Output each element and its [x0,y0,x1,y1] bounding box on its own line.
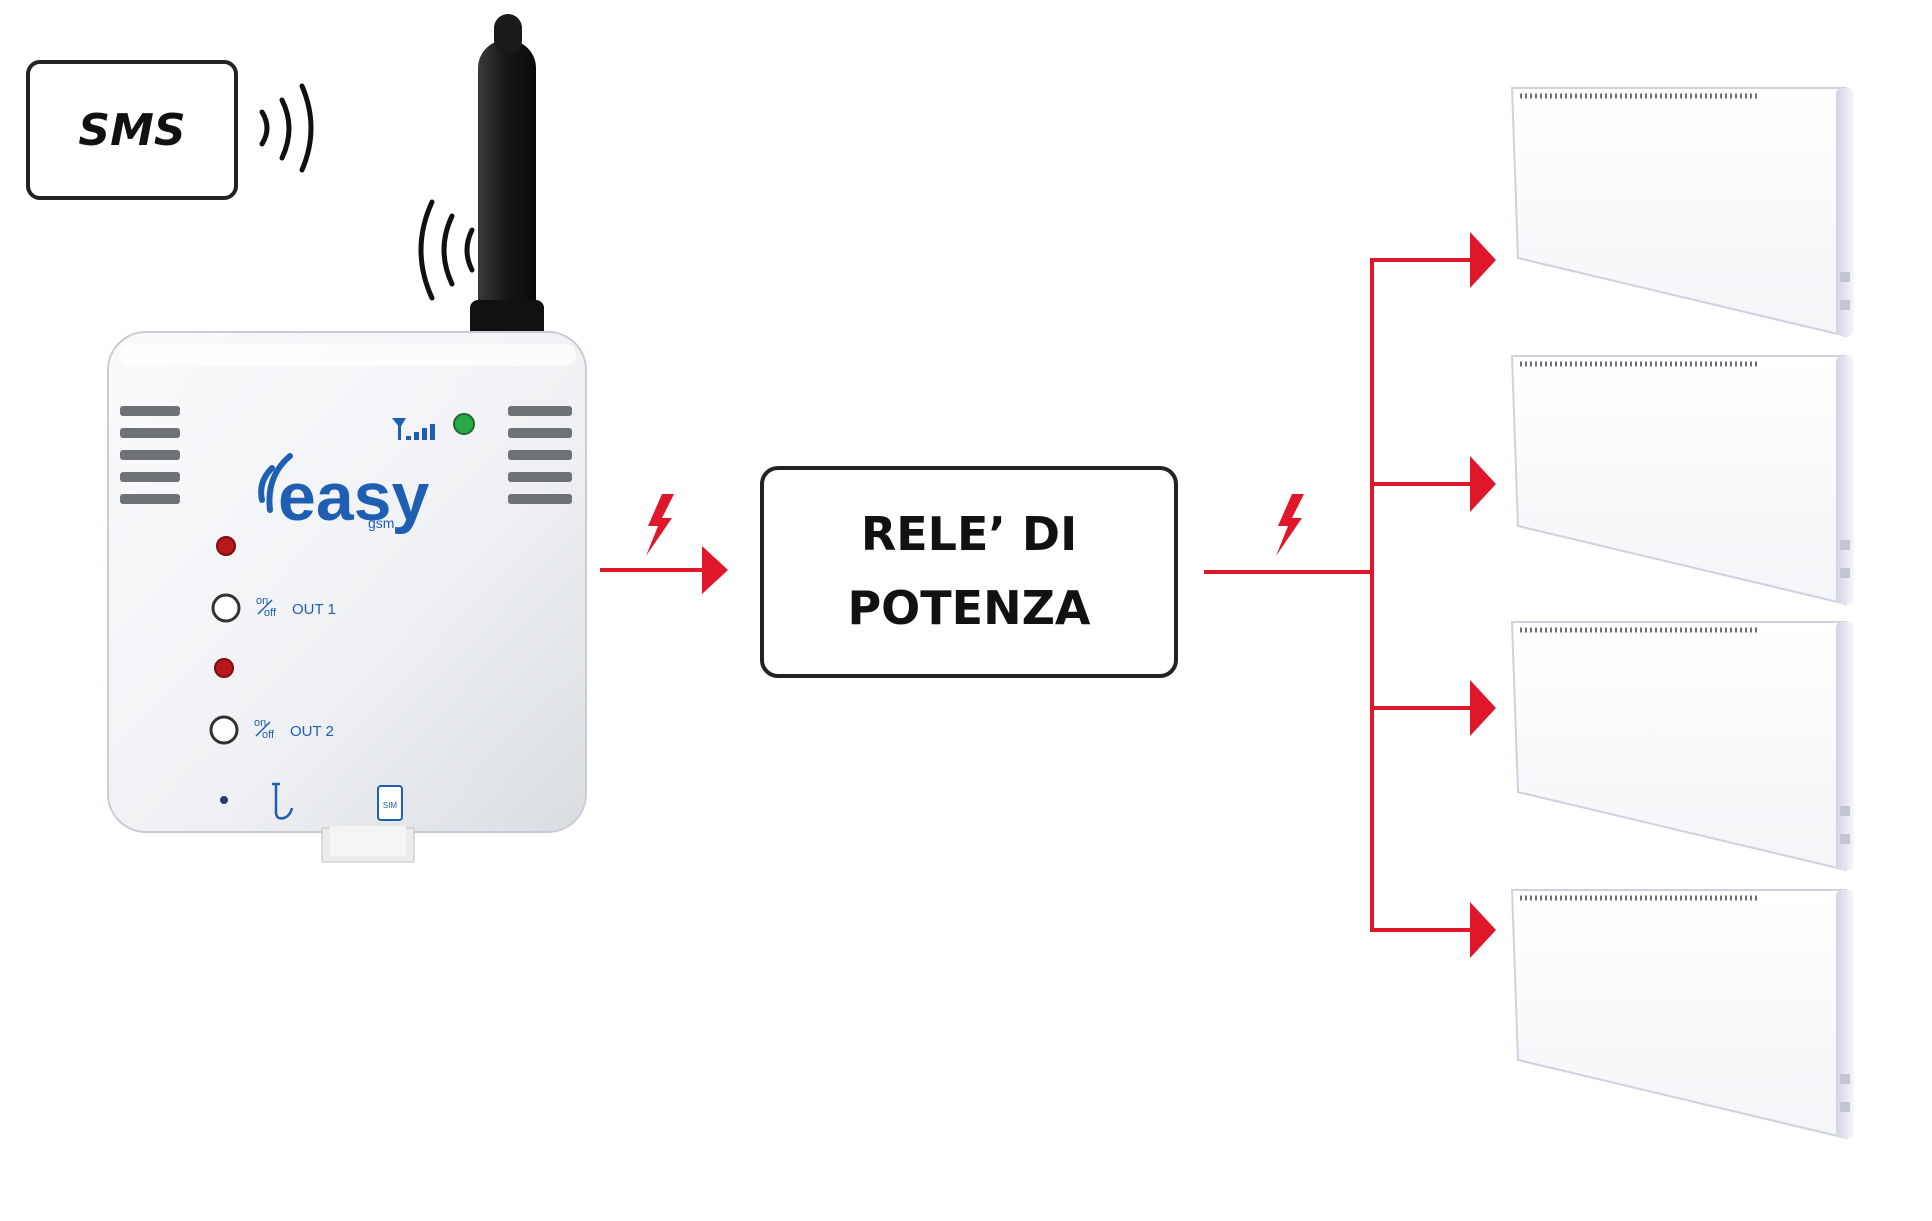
right-vents [508,406,572,504]
arrow-device-to-relay [600,546,728,594]
relay-line-1: RELE’ DI [861,507,1077,561]
radiator-icon-4 [1510,889,1854,1140]
svg-text:off: off [264,607,277,619]
out2-label: OUT 2 [290,723,334,740]
signal-bars-icon [392,418,435,440]
lightning-bolt-icon [646,494,674,556]
brand-text: easy [278,459,429,535]
lightning-bolt-icon-2 [1276,494,1304,556]
gsm-device: easy gsm on off OUT 1 on off OUT 2 [107,331,587,863]
out2-led [214,658,234,678]
out1-label: OUT 1 [292,601,336,618]
radiator-icon-3 [1510,621,1854,872]
status-led-green [453,413,475,435]
audio-jack-icon [272,782,294,820]
antenna-icon [470,14,544,350]
sms-waves-icon [259,83,314,173]
out2-onoff-icon: on off [254,717,275,741]
easy-logo: easy gsm [258,453,429,535]
sms-box: SMS [26,60,238,200]
out1-led [216,536,236,556]
svg-text:off: off [262,729,275,741]
radiator-icon-1 [1510,87,1854,338]
sms-label: SMS [78,105,185,156]
microphone-hole [220,796,228,804]
svg-text:SIM: SIM [383,801,398,810]
sim-card [330,826,406,856]
radiator-icon-2 [1510,355,1854,606]
sim-icon: SIM [377,785,403,821]
svg-text:on: on [256,595,268,607]
out1-button[interactable] [211,593,241,623]
out1-onoff-icon: on off [256,595,277,619]
relay-box: RELE’ DI POTENZA [760,466,1178,678]
out2-button[interactable] [209,715,239,745]
relay-line-2: POTENZA [847,581,1090,635]
svg-text:on: on [254,717,266,729]
arrow-relay-to-radiators [1204,232,1496,958]
brand-sub-text: gsm [368,515,394,531]
left-vents [120,406,180,504]
antenna-waves-icon [418,199,475,301]
